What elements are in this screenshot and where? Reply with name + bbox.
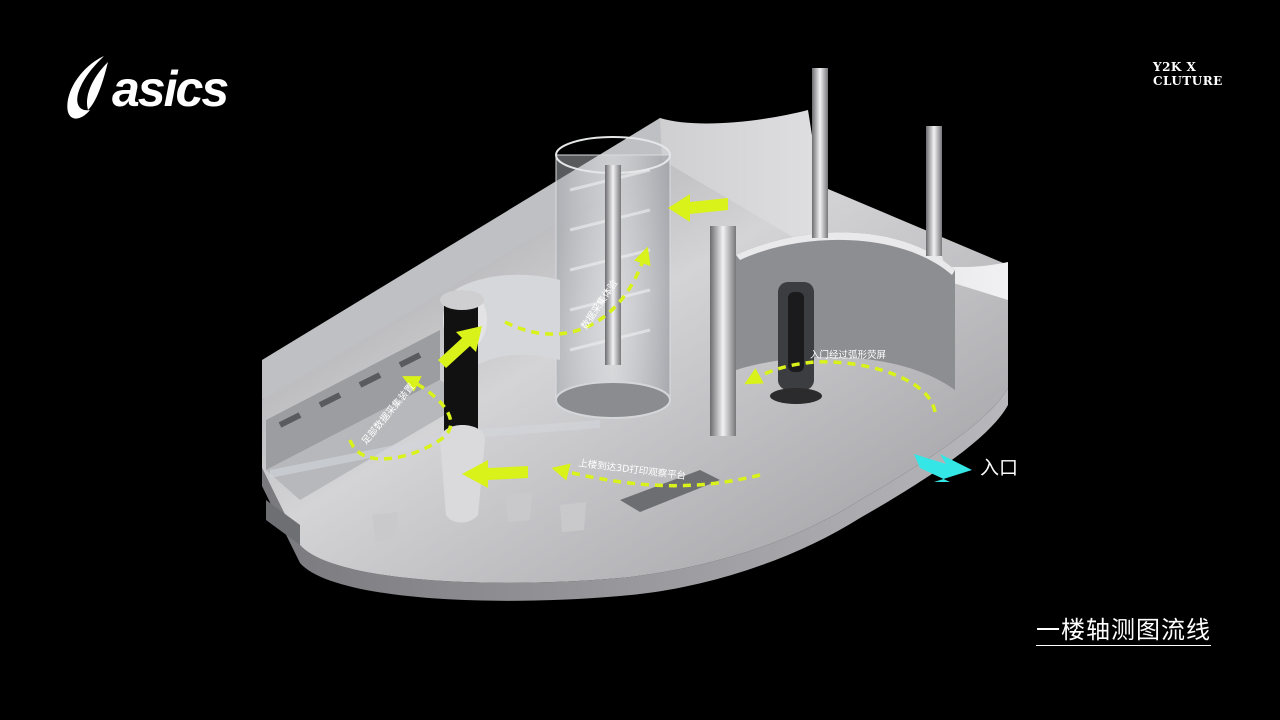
- yellow-arrow-up: [438, 326, 482, 368]
- title-underline: [1036, 645, 1211, 646]
- display-kiosk: [770, 282, 822, 404]
- stair-ramp: [620, 470, 720, 512]
- glass-cylinder-tower: [555, 136, 671, 419]
- chimney-pipe-1: [812, 68, 828, 238]
- flow-device-capture: [348, 376, 453, 461]
- yellow-arrow-tower: [668, 194, 728, 222]
- entrance-label: 入口: [980, 457, 1019, 479]
- tagline-line-2: CLUTURE: [1153, 74, 1223, 88]
- yellow-arrow-left: [462, 460, 528, 488]
- asics-stripe-icon: [67, 56, 108, 119]
- scanning-equipment-rack: [266, 330, 600, 545]
- page-title: 一楼轴测图流线: [1036, 616, 1211, 644]
- logo-wordmark: asics: [112, 61, 229, 117]
- flow-to-platform: [551, 463, 761, 488]
- tagline-line-1: Y2K X: [1153, 60, 1197, 74]
- entrance-arrow-icon: [914, 454, 972, 482]
- flow-lines: [348, 246, 937, 488]
- asics-logo: asics: [62, 52, 229, 124]
- label-arc-screen: 入门经过弧形荧屏: [810, 349, 886, 361]
- brand-tagline: Y2K X CLUTURE: [1153, 60, 1223, 88]
- chimney-pipe-2: [926, 126, 942, 256]
- center-column: [710, 226, 736, 436]
- floor-slab-edge: [262, 388, 1008, 601]
- flow-data-capture: [504, 246, 651, 336]
- shoe-pedestals: [372, 492, 586, 542]
